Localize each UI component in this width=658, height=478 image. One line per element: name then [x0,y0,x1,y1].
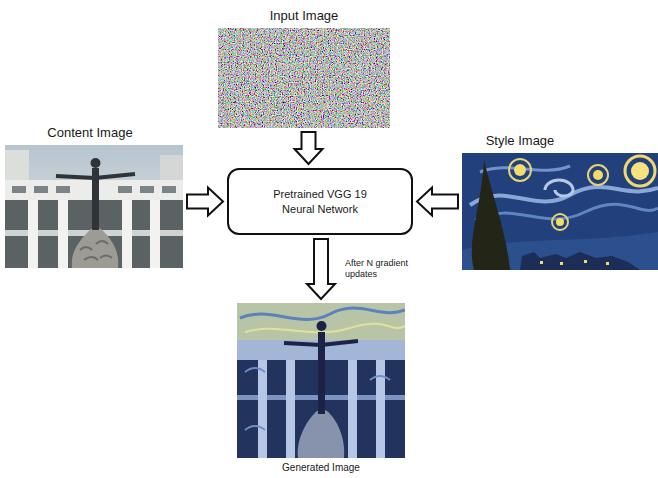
block-arrow [307,239,335,299]
generated-picture [237,303,405,458]
image-frame: Input Image [218,28,390,128]
image-title: Generated Image [282,462,360,474]
box-label: Pretrained VGG 19 Neural Network [261,187,379,216]
star-halo [552,214,568,230]
statue-head [317,321,327,331]
noise-image [218,28,390,128]
statue-head [91,158,101,168]
content-photo [5,145,183,268]
statue-arms [284,341,358,345]
rock-detail [80,241,112,260]
image-frame: Generated Image [237,303,405,458]
image-title: Style Image [486,134,555,149]
network-box: Pretrained VGG 19 Neural Network [227,168,413,235]
star [593,170,603,180]
star-halo [509,159,531,181]
block-arrow [295,132,323,164]
cypress [472,160,510,270]
spiral [545,180,573,196]
star-halo [588,165,608,185]
night-sky [462,153,658,270]
sky [5,145,183,268]
moon [631,162,649,180]
star [514,164,526,176]
image-frame: Content Image [5,145,183,268]
statue-arms [56,174,135,178]
moon-halo [625,156,655,186]
image-frame: Style Image [462,153,658,270]
star [556,218,564,226]
rock-pile [298,410,345,459]
swirl [240,308,405,320]
block-arrow [187,188,223,216]
background [237,303,405,458]
image-title: Input Image [270,9,339,24]
block-arrow [417,188,458,216]
style-painting [462,153,658,270]
brush-strokes [245,368,390,430]
village [520,252,640,270]
image-title: Content Image [47,126,132,141]
village-lights [540,260,609,265]
rock-pile [72,228,119,269]
edge-label: After N gradient updates [343,257,425,282]
